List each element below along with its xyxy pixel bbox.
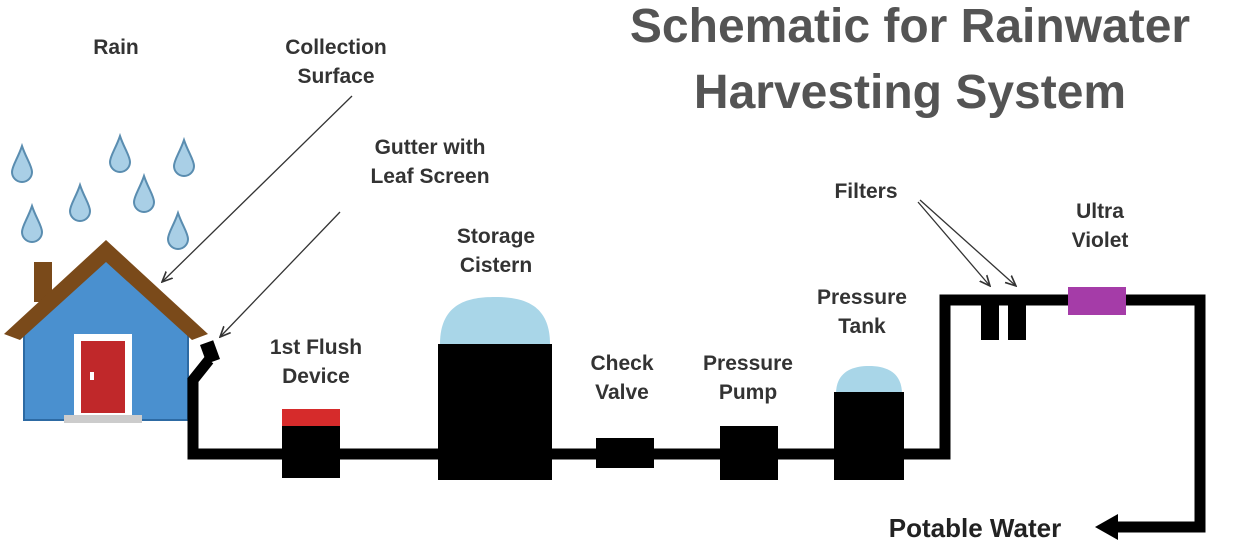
label-ultra-violet-2: Violet [1072, 229, 1129, 252]
house-base [64, 415, 142, 423]
first-flush-cap [282, 409, 340, 426]
raindrop-icon [10, 142, 34, 183]
label-rain: Rain [93, 36, 139, 59]
label-pressure-pump-1: Pressure [703, 352, 793, 375]
label-potable-water: Potable Water [889, 513, 1061, 543]
label-gutter-1: Gutter with [375, 136, 486, 159]
label-gutter-2: Leaf Screen [370, 165, 489, 188]
pointer-arrow-icon [220, 211, 341, 337]
cistern-water-dome [440, 297, 550, 344]
pointer-arrow-icon [917, 201, 990, 286]
door-knob [90, 372, 94, 380]
pressure-tank [834, 392, 904, 480]
chimney [34, 262, 52, 302]
label-ultra-violet-1: Ultra [1076, 200, 1124, 223]
label-pressure-tank-1: Pressure [817, 286, 907, 309]
label-pressure-tank-2: Tank [838, 315, 886, 338]
title-line-2: Harvesting System [694, 66, 1126, 119]
filter-2 [1008, 304, 1026, 340]
label-collection-surface-1: Collection [285, 36, 387, 59]
main-pipe [187, 294, 1206, 533]
label-check-valve-2: Valve [595, 381, 649, 404]
title-line-1: Schematic for Rainwater [630, 0, 1190, 53]
pressure-tank-water-dome [836, 366, 902, 394]
raindrop-icon [166, 209, 190, 250]
raindrops [10, 132, 196, 250]
raindrop-icon [132, 172, 156, 213]
label-collection-surface-2: Surface [297, 65, 374, 88]
raindrop-icon [68, 181, 92, 222]
first-flush-device [282, 426, 340, 478]
raindrop-icon [172, 136, 196, 177]
house-icon [4, 240, 208, 423]
pressure-pump [720, 426, 778, 480]
storage-cistern [438, 344, 552, 480]
pointer-arrow-icon [162, 95, 353, 282]
label-storage-cistern-1: Storage [457, 225, 535, 248]
label-first-flush-2: Device [282, 365, 350, 388]
label-first-flush-1: 1st Flush [270, 336, 362, 359]
raindrop-icon [20, 202, 44, 243]
pointer-arrow-icon [919, 199, 1016, 286]
door [81, 341, 125, 413]
raindrop-icon [108, 132, 132, 173]
label-pressure-pump-2: Pump [719, 381, 777, 404]
filter-1 [981, 304, 999, 340]
potable-water-arrowhead [1095, 514, 1118, 540]
uv-lamp [1068, 287, 1126, 315]
label-storage-cistern-2: Cistern [460, 254, 532, 277]
check-valve [596, 438, 654, 468]
label-filters: Filters [834, 180, 897, 203]
roof [4, 240, 208, 340]
label-check-valve-1: Check [590, 352, 653, 375]
